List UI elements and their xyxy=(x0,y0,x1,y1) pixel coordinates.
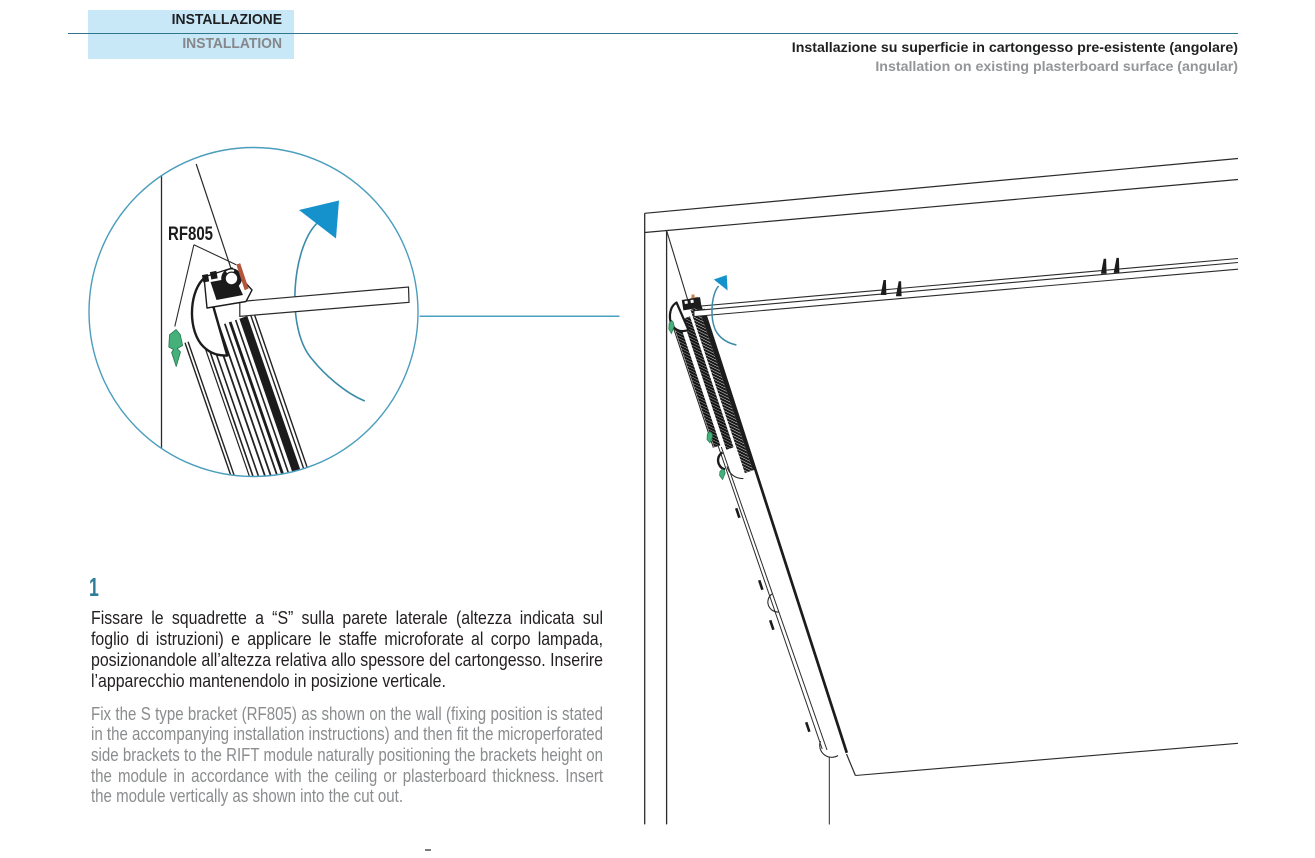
svg-text:RF805: RF805 xyxy=(168,224,213,245)
